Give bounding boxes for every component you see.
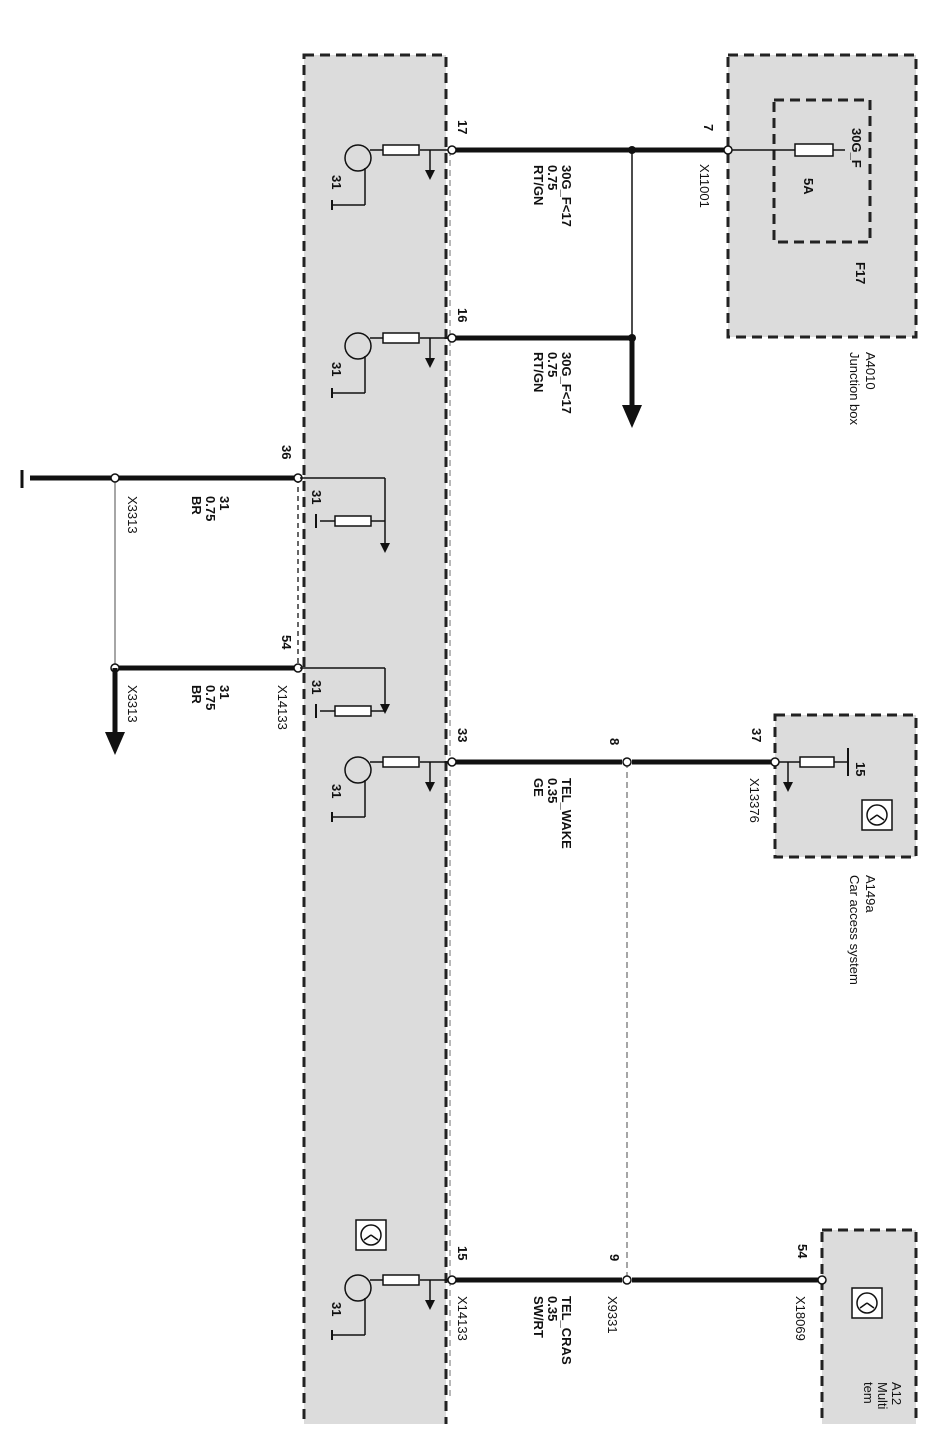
svg-text:0.75: 0.75 (545, 352, 560, 377)
control-unit-box (302, 53, 448, 1429)
connector-label: X3313 (125, 496, 140, 534)
multi-module (820, 1228, 918, 1429)
svg-text:0.35: 0.35 (545, 778, 560, 803)
connector-label: X11001 (697, 164, 712, 208)
continuation-arrow-icon (622, 405, 642, 428)
ecu-icon (355, 1219, 387, 1251)
svg-text:31: 31 (217, 685, 232, 699)
pin-number: 7 (701, 124, 716, 131)
ecu-icon (851, 1287, 883, 1319)
svg-text:0.75: 0.75 (545, 165, 560, 190)
car-access-pin-label: 15 (853, 762, 868, 776)
transistor-symbol (331, 1274, 448, 1340)
pin-number: 54 (279, 635, 294, 650)
ground-label: 31 (329, 784, 344, 798)
connector-pins (293, 145, 827, 1285)
connector-label: X3313 (125, 685, 140, 723)
svg-text:BR: BR (189, 685, 204, 704)
svg-text:TEL_CRAS: TEL_CRAS (559, 1296, 574, 1365)
pin-number: 8 (607, 738, 622, 745)
ground-resistor-symbol (300, 667, 390, 718)
car-access-module (773, 713, 918, 859)
svg-text:31: 31 (217, 496, 232, 510)
multi-name-cont: tem (861, 1382, 876, 1404)
svg-text:30G_F<17: 30G_F<17 (559, 352, 574, 414)
svg-text:SW/RT: SW/RT (531, 1296, 546, 1338)
transistor-symbol (331, 144, 448, 210)
fuse-id: F17 (853, 262, 868, 284)
ecu-icon (861, 799, 893, 831)
wire-label-w6: TEL_CRAS 0.35 SW/RT (531, 1296, 574, 1365)
ground-label: 31 (329, 175, 344, 189)
connector-label: X14133 (455, 1296, 470, 1341)
svg-text:0.35: 0.35 (545, 1296, 560, 1321)
wire-label-w5: TEL_WAKE 0.35 GE (531, 778, 574, 849)
junction-box-name: Junction box (847, 352, 862, 425)
svg-text:TEL_WAKE: TEL_WAKE (559, 778, 574, 849)
svg-text:0.75: 0.75 (203, 685, 218, 710)
svg-text:BR: BR (189, 496, 204, 515)
wire-label-w2: 30G_F<17 0.75 RT/GN (531, 352, 574, 414)
wire-label-w4: 31 0.75 BR (189, 685, 232, 710)
fuse-box-inner (772, 98, 872, 244)
splice-point (110, 473, 120, 483)
svg-text:GE: GE (531, 778, 546, 797)
multi-id: A12 (889, 1382, 904, 1405)
pin-number: 54 (795, 1244, 810, 1259)
connector-label: X13376 (747, 778, 762, 823)
continuation-arrow-icon (105, 732, 125, 755)
wire-label-w1: 30G_F<17 0.75 RT/GN (531, 165, 574, 227)
ground-label: 31 (329, 1302, 344, 1316)
multi-name: Multi (875, 1382, 890, 1410)
pin-number: 33 (455, 728, 470, 742)
connector-label: X14133 (275, 685, 290, 730)
fuse-label: 30G_F (849, 128, 864, 168)
pin-number: 36 (279, 445, 294, 459)
junction-box-id: A4010 (863, 352, 878, 390)
pin-number: 17 (455, 120, 470, 134)
svg-text:30G_F<17: 30G_F<17 (559, 165, 574, 227)
pin-number: 9 (607, 1254, 622, 1261)
transistor-symbol (331, 756, 448, 822)
ground-label: 31 (309, 490, 324, 504)
pin-number: 37 (749, 728, 764, 742)
svg-text:RT/GN: RT/GN (531, 352, 546, 392)
car-access-resistor (778, 748, 849, 792)
fuse-icon (732, 143, 845, 157)
svg-text:RT/GN: RT/GN (531, 165, 546, 205)
ground-label: 31 (329, 362, 344, 376)
transistor-symbol (331, 332, 448, 398)
pin-number: 16 (455, 308, 470, 322)
ground-resistor-symbol (300, 477, 390, 553)
car-access-id: A149a (863, 875, 878, 913)
wire-label-w3: 31 0.75 BR (189, 496, 232, 521)
splice-point (628, 146, 636, 154)
connector-label: X18069 (793, 1296, 808, 1341)
ground-label: 31 (309, 680, 324, 694)
car-access-name: Car access system (847, 875, 862, 985)
fuse-rating: 5A (801, 178, 816, 195)
pin-number: 15 (455, 1246, 470, 1260)
connector-label: X9331 (605, 1296, 620, 1334)
svg-text:0.75: 0.75 (203, 496, 218, 521)
